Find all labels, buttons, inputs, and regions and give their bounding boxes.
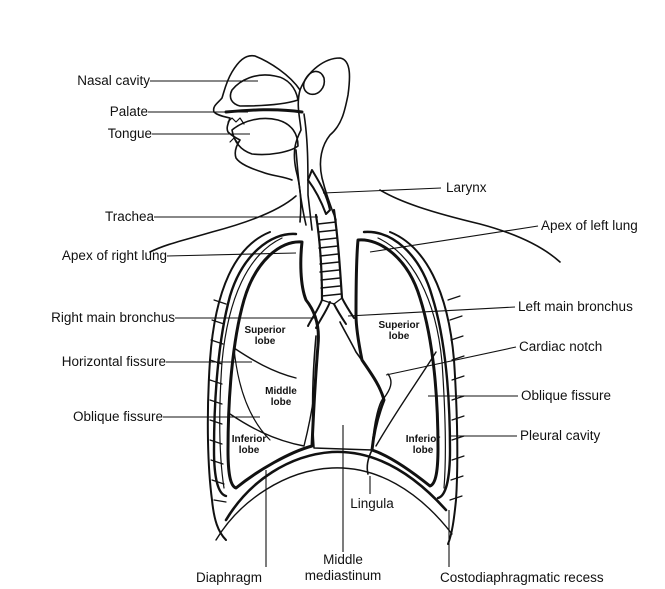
lobe-left-inferior: Inferior lobe xyxy=(400,434,446,456)
label-pleural-cavity: Pleural cavity xyxy=(520,428,600,444)
leader-left-bronchus xyxy=(348,307,515,316)
label-larynx: Larynx xyxy=(446,180,487,196)
label-trachea: Trachea xyxy=(105,209,154,225)
leader-cardiac-notch xyxy=(386,347,516,375)
label-tongue: Tongue xyxy=(108,126,152,142)
leader-apex-left xyxy=(370,226,538,252)
lobe-right-superior: Superior lobe xyxy=(242,325,288,347)
label-oblique-fissure-left: Oblique fissure xyxy=(521,388,611,404)
label-palate: Palate xyxy=(110,104,148,120)
label-cardiac-notch: Cardiac notch xyxy=(519,339,602,355)
label-apex-left-lung: Apex of left lung xyxy=(541,218,638,234)
label-oblique-fissure-right: Oblique fissure xyxy=(73,409,163,425)
label-lingula: Lingula xyxy=(350,496,394,512)
label-costodiaphragmatic-recess: Costodiaphragmatic recess xyxy=(440,570,604,586)
label-diaphragm: Diaphragm xyxy=(184,570,274,586)
label-left-main-bronchus: Left main bronchus xyxy=(518,299,633,315)
leader-apex-right xyxy=(167,253,296,256)
label-apex-right-lung: Apex of right lung xyxy=(62,248,167,264)
label-middle-mediastinum-line1: Middle xyxy=(298,552,388,568)
label-horizontal-fissure: Horizontal fissure xyxy=(62,354,166,370)
label-nasal-cavity: Nasal cavity xyxy=(77,73,150,89)
lobe-right-inferior: Inferior lobe xyxy=(226,434,272,456)
lobe-right-middle: Middle lobe xyxy=(258,386,304,408)
label-right-main-bronchus: Right main bronchus xyxy=(51,310,175,326)
lobe-left-superior: Superior lobe xyxy=(374,320,424,342)
label-middle-mediastinum-line2: mediastinum xyxy=(298,568,388,584)
leader-larynx xyxy=(323,188,441,193)
